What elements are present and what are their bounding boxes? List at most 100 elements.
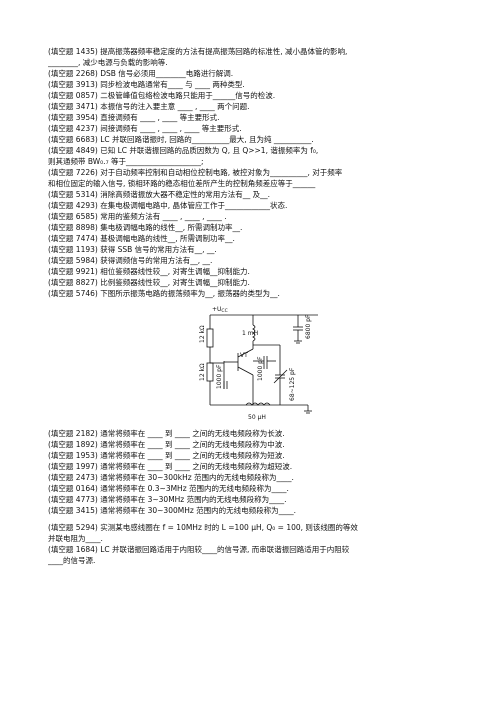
- question-text: 二极管峰值包络检波电路只能用于______信号的检波.: [100, 91, 276, 100]
- question-line: (填空题 6683) LC 并联回路谐振时, 回路的__________最大, …: [48, 134, 458, 145]
- question-text: 比例鉴频器线性较__, 对寄生调幅__抑制能力.: [100, 278, 250, 287]
- question-line: (填空题 2268) DSB 信号必须用________电路进行解调.: [48, 68, 458, 79]
- question-line: (填空题 5746) 下图所示振荡电路的振荡频率为__, 振荡器的类型为__.: [48, 288, 458, 299]
- question-text: LC 并联谐振回路适用于内阻较____的信号源, 而串联谐振回路适用于内阻较: [100, 545, 350, 554]
- question-id: (填空题 2182): [48, 429, 98, 438]
- question-id: (填空题 4773): [48, 495, 98, 504]
- question-line: (填空题 8898) 集电极调幅电路的线性__, 所需调制功率__.: [48, 222, 458, 233]
- question-id: (填空题 6683): [48, 135, 98, 144]
- question-id: (填空题 1997): [48, 462, 98, 471]
- question-text: DSB 信号必须用________电路进行解调.: [100, 69, 234, 78]
- question-line: (填空题 1997) 通常将频率在 ____ 到 ____ 之间的无线电频段称为…: [48, 461, 458, 472]
- question-id: (填空题 7226): [48, 168, 98, 177]
- question-line: ________, 减少电源与负载的影响等.: [48, 57, 458, 68]
- question-text: 基极调幅电路的线性__, 所需调制功率__.: [100, 234, 235, 243]
- question-id: (填空题 5746): [48, 289, 98, 298]
- question-id: (填空题 0164): [48, 484, 98, 493]
- circuit-schematic: +UCC 1 mH VT 50 μH 12 kΩ 12 kΩ 1000 pF 1…: [199, 306, 318, 421]
- question-line: (填空题 5294) 实测某电感线圈在 f = 10MHz 时的 L =100 …: [48, 522, 458, 533]
- question-line: (填空题 6585) 常用的鉴频方法有 ____ , ____ , ____ .: [48, 211, 458, 222]
- question-id: (填空题 3471): [48, 102, 98, 111]
- question-text: ________, 减少电源与负载的影响等.: [48, 58, 168, 67]
- l1-label: 1 mH: [242, 330, 258, 337]
- question-text: 通常将频率在 ____ 到 ____ 之间的无线电频段称为超短波.: [100, 462, 293, 471]
- question-line: (填空题 4773) 通常将频率在 3~30MHz 范围内的无线电频段称为___…: [48, 494, 458, 505]
- question-id: (填空题 2473): [48, 473, 98, 482]
- question-text: 直接调频有 ____ , ____ 等主要形式.: [100, 113, 220, 122]
- question-text: 通常将频率在 0.3~3MHz 范围内的无线电频段称为____.: [100, 484, 289, 493]
- question-id: (填空题 7474): [48, 234, 98, 243]
- question-id: (填空题 4293): [48, 201, 98, 210]
- c3-label: 1000 pF: [257, 356, 264, 381]
- document-page: (填空题 1435) 提高振荡器频率稳定度的方法有提高振荡回路的标准性, 减小晶…: [48, 46, 458, 566]
- question-line: (填空题 4293) 在集电极调幅电路中, 晶体管应工作于___________…: [48, 200, 458, 211]
- question-line: (填空题 5984) 获得调频信号的常用方法有__, __.: [48, 255, 458, 266]
- question-line: 则其通频带 BW₀.₇ 等于____________________;: [48, 156, 458, 167]
- question-id: (填空题 5294): [48, 523, 98, 532]
- question-line: (填空题 8827) 比例鉴频器线性较__, 对寄生调幅__抑制能力.: [48, 277, 458, 288]
- question-text: 已知 LC 并联谐振回路的品质因数为 Q, 且 Q>>1, 谐振频率为 f₀,: [100, 146, 319, 155]
- question-line: (填空题 2473) 通常将频率在 30~300kHz 范围内的无线电频段称为_…: [48, 472, 458, 483]
- question-line: (填空题 1953) 通常将频率在 ____ 到 ____ 之间的无线电频段称为…: [48, 450, 458, 461]
- c1-label: 6800 pF: [305, 314, 312, 339]
- question-list-top: (填空题 1435) 提高振荡器频率稳定度的方法有提高振荡回路的标准性, 减小晶…: [48, 46, 458, 299]
- question-id: (填空题 9921): [48, 267, 98, 276]
- question-id: (填空题 8898): [48, 223, 98, 232]
- question-line: (填空题 3913) 同步检波电路通常有____ 与 ____ 两种类型.: [48, 79, 458, 90]
- question-text: 在集电极调幅电路中, 晶体管应工作于____________状态.: [100, 201, 288, 210]
- question-line: (填空题 1435) 提高振荡器频率稳定度的方法有提高振荡回路的标准性, 减小晶…: [48, 46, 458, 57]
- question-text: 相位鉴频器线性较__, 对寄生调幅__抑制能力.: [100, 267, 250, 276]
- c2-label: 1000 pF: [216, 364, 223, 389]
- question-id: (填空题 5314): [48, 190, 98, 199]
- question-id: (填空题 1193): [48, 245, 98, 254]
- question-line: (填空题 7474) 基极调幅电路的线性__, 所需调制功率__.: [48, 233, 458, 244]
- vt-label: VT: [240, 352, 248, 359]
- question-id: (填空题 1684): [48, 545, 98, 554]
- question-line: (填空题 0857) 二极管峰值包络检波电路只能用于______信号的检波.: [48, 90, 458, 101]
- question-id: (填空题 5984): [48, 256, 98, 265]
- question-line: (填空题 3415) 通常将频率在 30~300MHz 范围内的无线电频段称为_…: [48, 505, 458, 516]
- question-text: 则其通频带 BW₀.₇ 等于____________________;: [48, 157, 204, 166]
- question-text: 提高振荡器频率稳定度的方法有提高振荡回路的标准性, 减小晶体管的影响,: [100, 47, 348, 56]
- question-text: 获得调频信号的常用方法有__, __.: [100, 256, 213, 265]
- question-line: (填空题 3954) 直接调频有 ____ , ____ 等主要形式.: [48, 112, 458, 123]
- question-text: 通常将频率在 ____ 到 ____ 之间的无线电频段称为短波.: [100, 451, 285, 460]
- question-id: (填空题 3954): [48, 113, 98, 122]
- question-line: (填空题 1892) 通常将频率在 ____ 到 ____ 之间的无线电频段称为…: [48, 439, 458, 450]
- question-line: (填空题 7226) 对于自动频率控制和自动相位控制电路, 被控对象为_____…: [48, 167, 458, 178]
- r1-label: 12 kΩ: [199, 325, 206, 343]
- question-line: (填空题 9921) 相位鉴频器线性较__, 对寄生调幅__抑制能力.: [48, 266, 458, 277]
- question-line: (填空题 2182) 通常将频率在 ____ 到 ____ 之间的无线电频段称为…: [48, 428, 458, 439]
- l2-label: 50 μH: [248, 414, 266, 421]
- question-list-last: (填空题 5294) 实测某电感线圈在 f = 10MHz 时的 L =100 …: [48, 522, 458, 566]
- oscillator-circuit-diagram: +UCC 1 mH VT 50 μH 12 kΩ 12 kΩ 1000 pF 1…: [48, 301, 458, 425]
- question-text: 通常将频率在 3~30MHz 范围内的无线电频段称为____.: [100, 495, 287, 504]
- question-text: 间接调频有 ____ , ____ , ____ 等主要形式.: [100, 124, 242, 133]
- question-line: (填空题 4237) 间接调频有 ____ , ____ , ____ 等主要形…: [48, 123, 458, 134]
- question-line: (填空题 4849) 已知 LC 并联谐振回路的品质因数为 Q, 且 Q>>1,…: [48, 145, 458, 156]
- question-id: (填空题 1435): [48, 47, 98, 56]
- question-text: 下图所示振荡电路的振荡频率为__, 振荡器的类型为__.: [100, 289, 280, 298]
- question-text: 通常将频率在 30~300kHz 范围内的无线电频段称为____.: [100, 473, 294, 482]
- question-id: (填空题 6585): [48, 212, 98, 221]
- question-id: (填空题 4237): [48, 124, 98, 133]
- question-text: ____的信号源.: [48, 556, 96, 565]
- question-text: 和相位固定的输入信号, 锁相环路的稳态相位差所产生的控制角频差应等于______: [48, 179, 316, 188]
- question-text: 集电极调幅电路的线性__, 所需调制功率__.: [100, 223, 243, 232]
- vcc-label: +UCC: [212, 306, 228, 314]
- question-line: 并联电阻为____.: [48, 533, 458, 544]
- question-text: 常用的鉴频方法有 ____ , ____ , ____ .: [100, 212, 227, 221]
- question-id: (填空题 4849): [48, 146, 98, 155]
- question-line: ____的信号源.: [48, 555, 458, 566]
- r2-label: 12 kΩ: [199, 363, 206, 381]
- question-text: 实测某电感线圈在 f = 10MHz 时的 L =100 μH, Q₀ = 10…: [100, 523, 358, 532]
- question-id: (填空题 2268): [48, 69, 98, 78]
- question-id: (填空题 1953): [48, 451, 98, 460]
- question-id: (填空题 3913): [48, 80, 98, 89]
- question-id: (填空题 3415): [48, 506, 98, 515]
- question-id: (填空题 1892): [48, 440, 98, 449]
- question-line: (填空题 1193) 获得 SSB 信号的常用方法有__, __.: [48, 244, 458, 255]
- question-text: 对于自动频率控制和自动相位控制电路, 被控对象为__________, 对于频率: [100, 168, 343, 177]
- question-id: (填空题 8827): [48, 278, 98, 287]
- question-text: 同步检波电路通常有____ 与 ____ 两种类型.: [100, 80, 245, 89]
